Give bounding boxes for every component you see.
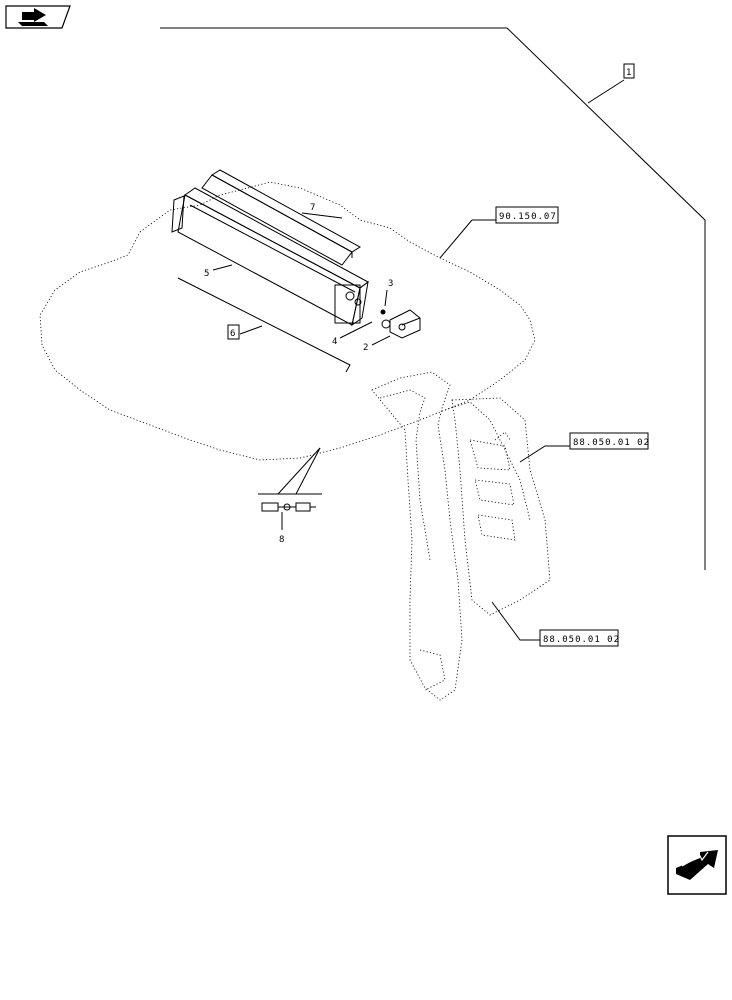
ref-label-88-050-lower: 88.050.01 02 <box>543 635 620 645</box>
callout-3-label: 3 <box>388 279 393 289</box>
callout-8-label: 8 <box>279 535 284 545</box>
leader-line-main <box>160 27 706 570</box>
expansion-valve <box>381 309 421 339</box>
pillar-trim-outline <box>371 371 463 701</box>
callout-1-label: 1 <box>626 68 631 78</box>
callout-6: 6 <box>227 324 240 340</box>
nut <box>380 309 386 315</box>
ref-box-88-050-01-02-upper[interactable]: 88.050.01 02 <box>569 432 650 450</box>
foam-strip <box>201 169 361 266</box>
callout-4-label: 4 <box>332 337 337 347</box>
ref-box-88-050-01-02-lower[interactable]: 88.050.01 02 <box>539 629 620 647</box>
callout-6-label: 6 <box>230 329 235 339</box>
evaporator-assembly <box>171 187 369 327</box>
page-back-arrow-icon[interactable] <box>5 5 71 29</box>
callout-7-label: 7 <box>310 203 315 213</box>
ref-label-90-150-07: 90.150.07 <box>499 212 557 222</box>
headliner-outline <box>39 181 536 461</box>
callout-1: 1 <box>623 63 635 79</box>
page-forward-arrow-icon[interactable] <box>667 835 727 895</box>
callout-2-label: 2 <box>363 343 368 353</box>
callout-5-label: 5 <box>204 269 209 279</box>
ref-box-90-150-07[interactable]: 90.150.07 <box>495 206 559 224</box>
ref-label-88-050-upper: 88.050.01 02 <box>573 438 650 448</box>
sensor-connector <box>261 502 316 512</box>
